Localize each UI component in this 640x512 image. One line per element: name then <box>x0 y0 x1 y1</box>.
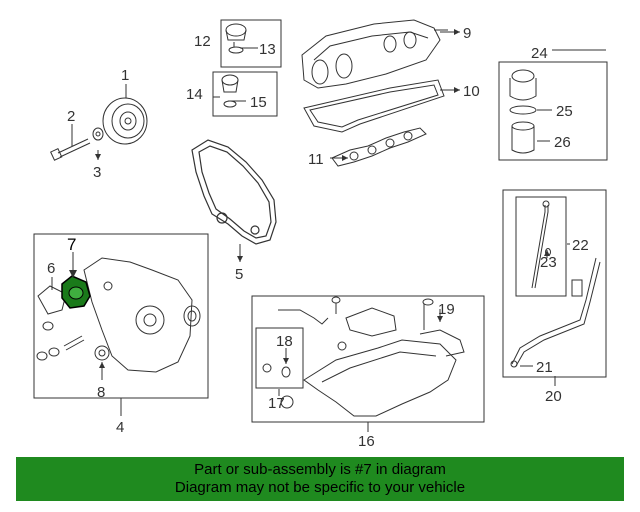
cover-gasket-drawing <box>37 285 67 315</box>
group-box-24 <box>498 61 608 161</box>
group-box-4 <box>33 233 209 399</box>
callout-2: 2 <box>67 108 75 125</box>
part-7-highlighted[interactable] <box>61 275 91 309</box>
callout-21: 21 <box>536 359 553 376</box>
callout-15: 15 <box>250 94 267 111</box>
info-banner: Part or sub-assembly is #7 in diagram Di… <box>16 457 624 501</box>
callout-23: 23 <box>540 254 557 271</box>
group-box-17-18 <box>255 327 304 389</box>
callout-16: 16 <box>358 433 375 450</box>
callout-7[interactable]: 7 <box>67 235 76 254</box>
oil-pan-drawing <box>262 296 465 417</box>
callout-11: 11 <box>308 151 324 168</box>
arrowheads <box>69 29 550 368</box>
crankshaft-pulley-drawing <box>102 97 148 145</box>
callout-8: 8 <box>97 384 105 401</box>
callout-24: 24 <box>531 45 548 62</box>
callout-20: 20 <box>545 388 562 405</box>
parts-diagram: 1 2 3 4 5 6 7 8 9 10 11 12 13 14 15 16 1… <box>33 19 608 450</box>
callout-26: 26 <box>554 134 571 151</box>
engine-front-cover-drawing <box>83 257 201 373</box>
valve-cover-drawing <box>301 19 448 89</box>
leader-lines <box>51 31 606 432</box>
bolt-washer-drawing <box>50 127 104 161</box>
callout-25: 25 <box>556 103 573 120</box>
callout-1: 1 <box>121 67 129 84</box>
callout-19: 19 <box>438 301 455 318</box>
callout-6: 6 <box>47 260 55 277</box>
group-box-22-23 <box>515 196 567 297</box>
callout-3: 3 <box>93 164 101 181</box>
oil-filler-cap-drawing <box>225 23 247 54</box>
pcv-valve-drawing <box>221 74 239 108</box>
callout-13: 13 <box>259 41 276 58</box>
callout-9: 9 <box>463 25 471 42</box>
callout-5: 5 <box>235 266 243 283</box>
group-box-20 <box>502 189 607 378</box>
front-cover-fasteners-drawing <box>36 321 110 361</box>
callout-18: 18 <box>276 333 293 350</box>
callout-17: 17 <box>268 395 285 412</box>
dipstick-drawing <box>510 200 601 368</box>
callout-12: 12 <box>194 33 211 50</box>
spark-plug-gasket-drawing <box>331 127 427 167</box>
group-box-14-15 <box>212 71 278 117</box>
banner-line-2: Diagram may not be specific to your vehi… <box>174 479 466 496</box>
valve-cover-gasket-drawing <box>303 79 445 133</box>
banner-line-1: Part or sub-assembly is #7 in diagram <box>194 461 446 478</box>
oil-filter-drawing <box>509 69 537 154</box>
callout-22: 22 <box>572 237 589 254</box>
callout-4: 4 <box>116 419 124 436</box>
callout-14: 14 <box>186 86 203 103</box>
callout-10: 10 <box>463 83 480 100</box>
timing-cover-gasket-drawing <box>191 139 277 245</box>
group-box-12-13 <box>220 19 282 68</box>
